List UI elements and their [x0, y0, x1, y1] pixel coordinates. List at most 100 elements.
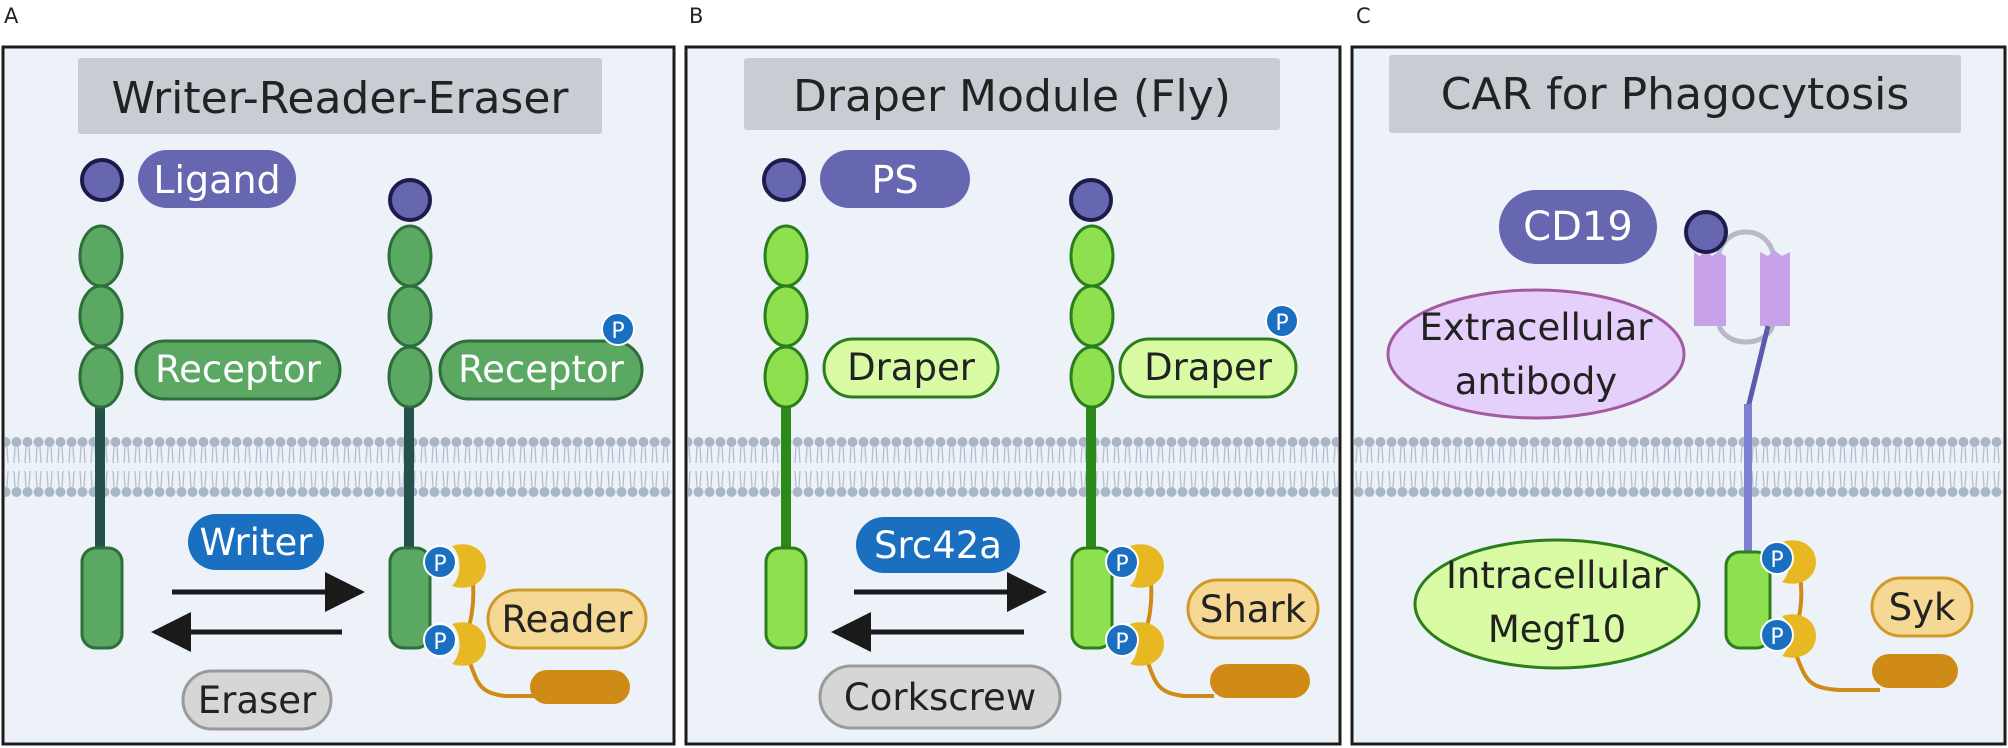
receptor-a-left-domain-2	[78, 284, 124, 348]
reader-label-bg-b	[1186, 578, 1320, 640]
reader-a-arm-top	[452, 544, 486, 588]
writer-label-b: Src42a	[874, 524, 1002, 567]
panel-letter-c: C	[1356, 4, 1371, 28]
eraser-label-bg-a	[181, 669, 333, 731]
panel-b: Draper Module (Fly) PS Draper Draper P S…	[684, 45, 1342, 746]
eraser-label-b: Corkscrew	[844, 676, 1036, 719]
ligand-label-bg-a	[138, 150, 296, 208]
receptor-b-right-domain-3	[1069, 345, 1115, 409]
receptor-b-right-stalk	[1086, 400, 1096, 550]
phospho-a-receptor	[601, 312, 635, 346]
receptor-a-right-intracellular	[388, 546, 432, 650]
extracellular-label-bg	[1386, 288, 1686, 420]
membrane-b	[688, 435, 1338, 499]
megf10-intracellular	[1724, 550, 1772, 650]
receptor-a-right-domain-1	[387, 224, 433, 288]
phospho-b-receptor	[1265, 304, 1299, 338]
cd19-label-bg	[1499, 190, 1657, 264]
antibody-domain-left	[1694, 250, 1726, 326]
cd19-ligand	[1684, 210, 1728, 254]
receptor-a-right-domain-3	[387, 345, 433, 409]
receptor-b-left-domain-3	[763, 345, 809, 409]
ligand-b-left	[762, 158, 806, 202]
phospho-label-a-reader-bottom: P	[433, 630, 446, 655]
panel-a-title: Writer-Reader-Eraser	[111, 73, 569, 124]
reader-label-c: Syk	[1889, 586, 1956, 629]
reader-a-arm-bottom	[452, 622, 486, 666]
panel-c: CAR for Phagocytosis CD19 Extracellular …	[1350, 45, 2007, 746]
ligand-a-left	[80, 158, 124, 202]
phospho-label-b-reader-top: P	[1115, 552, 1128, 577]
receptor-b-left-domain-1	[763, 224, 809, 288]
eraser-label-bg-b	[818, 664, 1062, 730]
phospho-label-b-reader-bottom: P	[1115, 630, 1128, 655]
reader-label-bg-a	[486, 588, 648, 650]
receptor-b-right-domain-2	[1069, 284, 1115, 348]
receptor-a-left-domain-1	[78, 224, 124, 288]
phospho-label-c-bottom: P	[1770, 625, 1783, 650]
intracellular-label-bg	[1413, 538, 1701, 670]
ligand-b-right	[1069, 178, 1113, 222]
writer-label-bg-b	[856, 517, 1020, 573]
reader-b-tail	[1210, 664, 1310, 698]
title-box-b	[744, 58, 1280, 130]
receptor-b-left-stalk	[781, 400, 791, 550]
reader-c-tail	[1872, 654, 1958, 688]
reader-label-a: Reader	[502, 598, 634, 641]
reader-a-tail	[530, 670, 630, 704]
ligand-label-a: Ligand	[153, 158, 280, 202]
antibody-domain-right	[1760, 250, 1790, 326]
writer-label-bg-a	[188, 514, 324, 570]
receptor-label-b-right: Draper	[1144, 346, 1273, 389]
reader-label-b: Shark	[1200, 588, 1307, 631]
writer-label-a: Writer	[200, 521, 314, 564]
car-hinge-line	[1745, 325, 1771, 409]
extracellular-label-line-1: Extracellular	[1420, 306, 1654, 349]
reader-label-bg-c	[1870, 576, 1974, 638]
title-box-c	[1389, 55, 1961, 133]
intracellular-label-line-2: Megf10	[1488, 608, 1626, 651]
receptor-a-left-domain-3	[78, 345, 124, 409]
panel-letter-b: B	[689, 4, 703, 28]
eraser-label-a: Eraser	[198, 679, 317, 722]
phospho-a-reader-top	[423, 545, 457, 579]
phospho-label-c-top: P	[1770, 548, 1783, 573]
receptor-label-bg-b-right	[1118, 337, 1298, 399]
receptor-label-b-left: Draper	[847, 346, 976, 389]
cd19-label: CD19	[1523, 204, 1633, 250]
receptor-b-right-domain-1	[1069, 224, 1115, 288]
ligand-a-right	[388, 178, 432, 222]
receptor-a-left-intracellular	[80, 546, 124, 650]
phospho-c-top	[1760, 541, 1794, 575]
receptor-a-right-stalk	[404, 400, 414, 550]
receptor-b-left-domain-2	[763, 284, 809, 348]
phospho-a-reader-bottom	[423, 623, 457, 657]
receptor-b-left-intracellular	[764, 546, 808, 650]
reader-b-arm-bottom	[1130, 622, 1164, 666]
panel-a: Writer-Reader-Eraser Ligand Receptor Rec…	[1, 45, 676, 746]
panel-letter-a: A	[4, 4, 19, 28]
title-box-a	[78, 58, 602, 134]
ligand-label-bg-b	[820, 150, 970, 208]
membrane-a	[5, 435, 672, 499]
receptor-label-a-left: Receptor	[155, 348, 322, 391]
receptor-a-left-stalk	[95, 400, 105, 550]
membrane-c	[1354, 435, 2003, 499]
panel-c-title: CAR for Phagocytosis	[1441, 69, 1910, 120]
extracellular-label-line-2: antibody	[1455, 360, 1617, 403]
phospho-label-a-receptor: P	[611, 319, 624, 344]
receptor-a-right-domain-2	[387, 284, 433, 348]
receptor-label-bg-a-left	[134, 339, 342, 401]
receptor-label-a-right: Receptor	[458, 348, 625, 391]
receptor-label-bg-a-right	[438, 339, 644, 401]
phospho-b-reader-bottom	[1105, 623, 1139, 657]
phospho-label-b-receptor: P	[1275, 311, 1288, 336]
phospho-b-reader-top	[1105, 545, 1139, 579]
receptor-b-right-intracellular	[1070, 546, 1114, 650]
panel-b-title: Draper Module (Fly)	[793, 71, 1231, 122]
phospho-label-a-reader-top: P	[433, 552, 446, 577]
phospho-c-bottom	[1760, 618, 1794, 652]
receptor-label-bg-b-left	[822, 337, 1000, 399]
ligand-label-b: PS	[871, 158, 918, 202]
